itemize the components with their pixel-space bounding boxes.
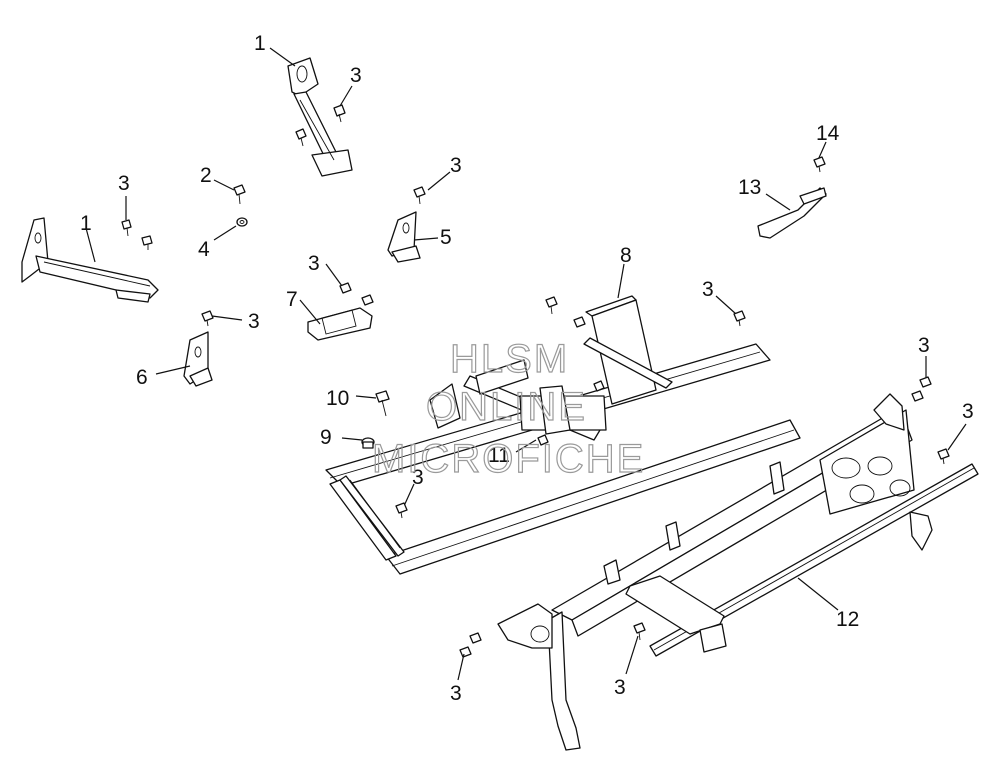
- callout-13: 13: [738, 176, 761, 199]
- part-5-bracket: [387, 211, 421, 263]
- callout-7: 7: [286, 288, 298, 311]
- part-6-bracket: [183, 331, 213, 387]
- bolt-icon: [201, 310, 214, 327]
- callout-3: 3: [962, 400, 974, 423]
- part-8-frame: [325, 295, 801, 575]
- callout-14: 14: [816, 122, 840, 145]
- nut-icon: [236, 217, 248, 227]
- callout-10: 10: [326, 387, 349, 410]
- bolt-icon: [459, 632, 482, 658]
- callout-4: 4: [198, 238, 210, 261]
- callout-2: 2: [200, 164, 212, 187]
- callout-3: 3: [702, 278, 714, 301]
- callout-3: 3: [450, 154, 462, 177]
- callout-3: 3: [308, 252, 320, 275]
- callout-11: 11: [488, 444, 510, 467]
- callout-12: 12: [836, 608, 859, 631]
- callout-5: 5: [440, 226, 452, 249]
- callout-3: 3: [118, 172, 130, 195]
- bolt-icon: [375, 390, 390, 417]
- bolt-icon: [339, 282, 374, 306]
- bolt-icon: [121, 219, 153, 250]
- watermark: HLSM ONLINE MICROFICHE: [371, 336, 645, 481]
- svg-text:MICROFICHE: MICROFICHE: [372, 437, 645, 481]
- part-1-top-bracket: [287, 57, 353, 177]
- callout-3: 3: [450, 682, 462, 705]
- callout-3: 3: [412, 466, 424, 489]
- callout-3: 3: [918, 334, 930, 357]
- callout-1-left: 1: [80, 212, 92, 235]
- nut-icon: [361, 437, 375, 449]
- bolt-icon: [733, 310, 746, 327]
- part-13-bracket: [757, 187, 827, 239]
- callout-3: 3: [350, 64, 362, 87]
- bolt-icon: [633, 622, 646, 641]
- bolt-icon: [233, 184, 246, 205]
- part-7-bracket: [307, 307, 373, 341]
- part-12-frame: [497, 393, 979, 751]
- bolt-icon: [813, 156, 826, 173]
- part-1-left-bar: [21, 217, 159, 303]
- callout-6: 6: [136, 366, 148, 389]
- bolt-icon: [537, 380, 605, 446]
- bolt-icon: [333, 104, 346, 123]
- bolt-icon: [937, 448, 950, 465]
- bolt-icon: [413, 186, 426, 205]
- bolt-icon: [395, 502, 408, 519]
- callout-3: 3: [614, 676, 626, 699]
- callout-9: 9: [320, 426, 332, 449]
- bolt-icon: [911, 376, 932, 402]
- bolt-icon: [545, 296, 586, 328]
- bolt-icon: [295, 128, 307, 147]
- callout-8: 8: [620, 244, 632, 267]
- svg-text:ONLINE: ONLINE: [426, 385, 587, 429]
- callout-1-top: 1: [254, 32, 266, 55]
- svg-text:HLSM: HLSM: [450, 337, 569, 381]
- callout-3: 3: [248, 310, 260, 333]
